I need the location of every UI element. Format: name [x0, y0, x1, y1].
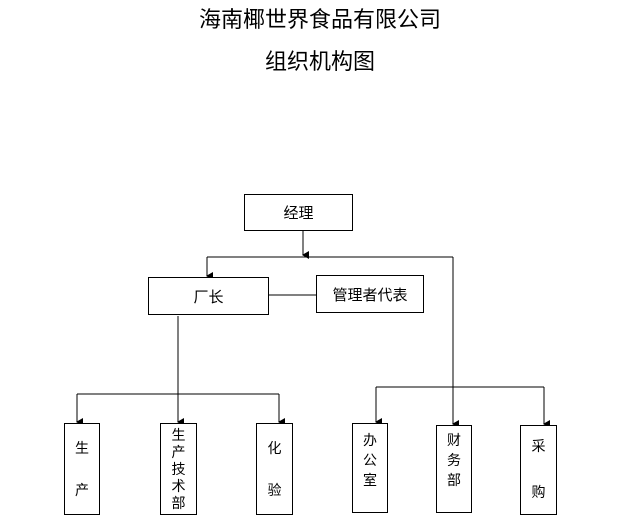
production-box: 生 产 — [64, 423, 100, 515]
finance-char: 部 — [447, 473, 461, 489]
production-tech-char: 产 — [171, 445, 186, 461]
production-char: 生 — [75, 441, 89, 457]
lab-char: 化 — [267, 441, 282, 457]
purchasing-box: 采 购 — [520, 425, 557, 515]
chart-title: 组织机构图 — [264, 50, 375, 75]
factory-head-box: 厂长 — [148, 277, 269, 315]
production-tech-char: 术 — [171, 479, 186, 495]
management-rep-box: 管理者代表 — [316, 275, 424, 313]
finance-box: 财 务 部 — [436, 425, 472, 513]
production-char: 产 — [75, 483, 89, 499]
lab-char: 验 — [267, 483, 282, 499]
manager-label: 经理 — [283, 204, 314, 222]
production-tech-char: 部 — [171, 496, 186, 512]
manager-box: 经理 — [244, 194, 353, 231]
office-char: 室 — [363, 473, 377, 489]
finance-char: 财 — [447, 433, 461, 449]
factory-head-label: 厂长 — [193, 287, 224, 306]
purchasing-char: 采 — [531, 439, 546, 455]
management-rep-label: 管理者代表 — [332, 285, 408, 304]
finance-char: 务 — [447, 453, 461, 469]
production-tech-box: 生 产 技 术 部 — [160, 423, 197, 515]
office-box: 办 公 室 — [352, 423, 388, 513]
office-char: 公 — [363, 453, 377, 469]
office-char: 办 — [363, 433, 377, 449]
lab-box: 化 验 — [256, 423, 293, 515]
production-tech-char: 技 — [171, 462, 186, 478]
company-title: 海南椰世界食品有限公司 — [198, 8, 441, 33]
production-tech-char: 生 — [171, 428, 186, 444]
purchasing-char: 购 — [531, 485, 546, 501]
